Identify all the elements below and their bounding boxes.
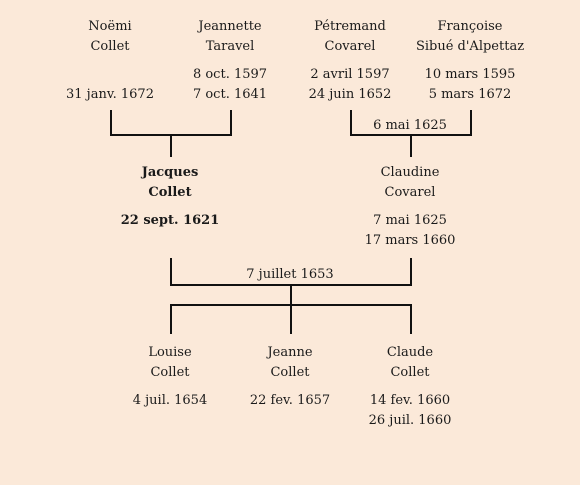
last-name: Collet bbox=[150, 365, 190, 380]
life-dates: 2 avril 1597 24 juin 1652 bbox=[280, 65, 420, 105]
death-date: 5 mars 1672 bbox=[428, 87, 512, 102]
connector-to-claude bbox=[410, 304, 412, 334]
person-claudine-covarel: Claudine Covarel 7 mai 1625 17 mars 1660 bbox=[340, 163, 480, 251]
last-name: Taravel bbox=[205, 39, 255, 54]
first-name: Pétremand bbox=[314, 19, 386, 34]
connector-to-louise bbox=[170, 304, 172, 334]
life-dates: 8 oct. 1597 7 oct. 1641 bbox=[160, 65, 300, 105]
first-name: Jeanne bbox=[267, 345, 313, 360]
first-name: Noëmi bbox=[88, 19, 132, 34]
birth-date bbox=[40, 65, 180, 85]
connector-francoise-down bbox=[470, 110, 472, 136]
life-dates: 4 juil. 1654 bbox=[100, 391, 240, 411]
life-dates: 22 sept. 1621 bbox=[100, 211, 240, 231]
birth-date: 7 mai 1625 bbox=[373, 213, 447, 228]
person-petremand-covarel: Pétremand Covarel 2 avril 1597 24 juin 1… bbox=[280, 17, 420, 105]
connector-noemi-down bbox=[110, 110, 112, 136]
marriage-date-collet-covarel: 7 juillet 1653 bbox=[246, 267, 334, 282]
birth-date: 2 avril 1597 bbox=[310, 67, 390, 82]
first-name: Jeannette bbox=[198, 19, 262, 34]
death-date: 26 juil. 1660 bbox=[368, 413, 452, 428]
person-jeannette-taravel: Jeannette Taravel 8 oct. 1597 7 oct. 164… bbox=[160, 17, 300, 105]
connector-petremand-down bbox=[350, 110, 352, 136]
life-dates: 14 fev. 1660 26 juil. 1660 bbox=[340, 391, 480, 431]
death-date: 17 mars 1660 bbox=[364, 233, 456, 248]
first-name: Claudine bbox=[380, 165, 440, 180]
birth-date: 4 juil. 1654 bbox=[132, 393, 208, 408]
person-francoise-sibue: Françoise Sibué d'Alpettaz 10 mars 1595 … bbox=[400, 17, 540, 105]
connector-jacques-down bbox=[170, 258, 172, 286]
birth-date: 22 sept. 1621 bbox=[120, 213, 220, 228]
person-claude-collet: Claude Collet 14 fev. 1660 26 juil. 1660 bbox=[340, 343, 480, 431]
death-date: 7 oct. 1641 bbox=[192, 87, 268, 102]
last-name: Collet bbox=[90, 39, 130, 54]
last-name: Sibué d'Alpettaz bbox=[415, 39, 525, 54]
last-name: Covarel bbox=[324, 39, 376, 54]
marriage-date-covarel-sibue: 6 mai 1625 bbox=[373, 118, 447, 133]
person-noemi-collet: Noëmi Collet 31 janv. 1672 bbox=[40, 17, 180, 105]
connector-to-jacques bbox=[170, 134, 172, 157]
first-name: Claude bbox=[386, 345, 434, 360]
first-name: Françoise bbox=[437, 19, 503, 34]
last-name: Collet bbox=[270, 365, 310, 380]
birth-date: 14 fev. 1660 bbox=[369, 393, 451, 408]
person-jacques-collet: Jacques Collet 22 sept. 1621 bbox=[100, 163, 240, 231]
last-name: Collet bbox=[390, 365, 430, 380]
last-name: Covarel bbox=[384, 185, 436, 200]
life-dates: 7 mai 1625 17 mars 1660 bbox=[340, 211, 480, 251]
connector-parents-to-children bbox=[290, 284, 292, 306]
connector-to-jeanne bbox=[290, 304, 292, 334]
connector-to-claudine bbox=[410, 134, 412, 157]
person-jeanne-collet: Jeanne Collet 22 fev. 1657 bbox=[220, 343, 360, 411]
first-name: Louise bbox=[148, 345, 192, 360]
first-name: Jacques bbox=[141, 165, 199, 180]
death-date: 31 janv. 1672 bbox=[66, 87, 154, 102]
life-dates: 10 mars 1595 5 mars 1672 bbox=[400, 65, 540, 105]
person-louise-collet: Louise Collet 4 juil. 1654 bbox=[100, 343, 240, 411]
life-dates: 31 janv. 1672 bbox=[40, 65, 180, 105]
birth-date: 10 mars 1595 bbox=[424, 67, 516, 82]
last-name: Collet bbox=[148, 185, 192, 200]
connector-claudine-down bbox=[410, 258, 412, 286]
connector-jeannette-down bbox=[230, 110, 232, 136]
life-dates: 22 fev. 1657 bbox=[220, 391, 360, 411]
birth-date: 8 oct. 1597 bbox=[192, 67, 268, 82]
birth-date: 22 fev. 1657 bbox=[249, 393, 331, 408]
death-date: 24 juin 1652 bbox=[308, 87, 392, 102]
